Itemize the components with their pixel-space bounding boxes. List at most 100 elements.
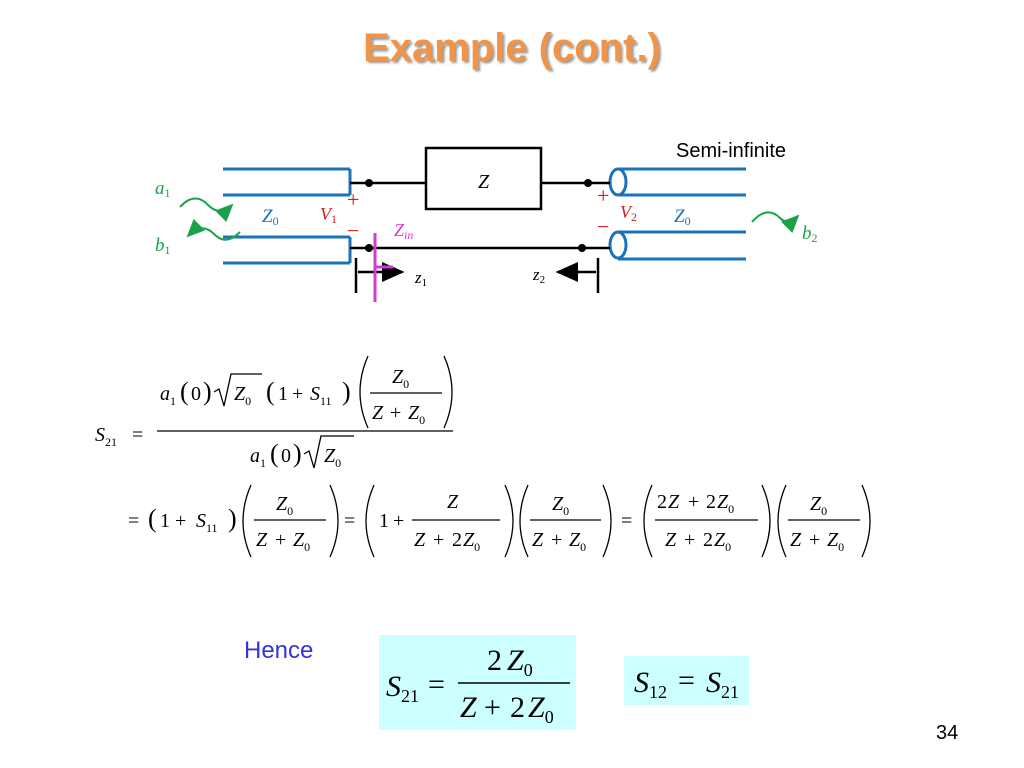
circuit-wires [350,181,610,250]
circuit-diagram: Z a1 b1 b2 Z0 Z0 V1 V2 + − + − Zin z1 z2 [155,146,818,302]
eq2-t2-den-plus: + [433,529,444,551]
eq1-s21-symbol: S21 [95,424,117,449]
eq1-den-zero: 0 [281,445,291,467]
res-s12-s21: S21 [706,666,739,702]
eq1-den-paren-close: ) [293,439,302,468]
plus-sign-right: + [597,183,609,208]
eq2-t2-num-z: Z [447,491,459,513]
eq2-t1-paren-close [329,484,339,558]
eq1-num-paren2-open: ( [266,377,275,406]
eq1-equals: = [132,424,143,446]
eq2-t2-paren-open [365,484,375,558]
eq2-t4-paren-close [761,484,771,558]
res-s21-num-z0: Z0 [507,644,533,680]
eq2-t4-den-z: Z [665,529,677,551]
label-z1: z1 [414,268,427,289]
plus-sign-left: + [347,187,359,212]
res-s21-den-z: Z [460,691,477,724]
eq1-big-paren-close [443,355,453,429]
impedance-block [424,146,543,211]
eq2-t4-num-two-b: 2 [706,491,716,513]
eq2-t4-num-plus: + [688,491,699,513]
eq2-t1-num: Z0 [276,493,293,518]
eq2-t2-den-z0: Z0 [463,529,480,554]
eq2-t4-num-z: Z [668,491,680,513]
eq2-equals-2: = [344,510,355,532]
page-number: 34 [936,722,959,744]
semi-infinite-label: Semi-infinite [676,140,787,162]
eq2-t5-den-z: Z [790,529,802,551]
eq2-one: 1 [160,510,170,532]
eq2-t4-num-two-a: 2 [657,491,667,513]
block-label-z: Z [478,171,490,193]
eq1-num-sqrt [213,373,262,407]
eq2-t4-den-plus: + [684,529,695,551]
res-s21-den-two: 2 [510,691,525,724]
res-s12-symbol: S12 [634,666,667,702]
eq2-t3-den-z0: Z0 [569,529,586,554]
eq1-num-paren2-close: ) [342,377,351,406]
eq1-num-a1: a1 [160,383,176,408]
res-s21-symbol: S21 [386,670,419,706]
result-equation-s21: S21 = 2 Z0 Z + 2 Z0 [386,644,570,727]
hence-label: Hence [244,637,314,664]
eq1-den-paren-open: ( [270,439,279,468]
eq2-t5-den-z0: Z0 [827,529,844,554]
eq2-equals-1: = [128,510,139,532]
eq2-t4-den-z0: Z0 [714,529,731,554]
eq2-equals-3: = [621,510,632,532]
eq2-t4-num-z0: Z0 [717,491,734,516]
eq2-t5-den-plus: + [809,529,820,551]
eq1-num-zero: 0 [191,383,201,405]
minus-sign-left: − [347,218,359,243]
eq1-frac-num-z0: Z0 [392,366,409,391]
label-v2: V2 [620,202,637,224]
node-dots [365,179,592,252]
transmitted-wave-b2 [751,211,800,233]
eq2-t1-den-z0: Z0 [293,529,310,554]
eq1-num-z0: Z0 [234,383,251,408]
eq2-t3-paren-close [602,484,612,558]
label-z0-right: Z0 [674,206,691,228]
eq1-den-z0: Z0 [324,445,341,470]
reflected-wave-b1 [186,219,241,241]
eq2-t4-den-two: 2 [703,529,713,551]
label-v1: V1 [320,204,337,226]
zin-marker [373,233,393,302]
right-transmission-line [608,167,746,261]
label-a1: a1 [155,178,171,200]
eq2-paren-close: ) [228,504,237,533]
label-z0-left: Z0 [262,206,279,228]
eq2-t3-den-plus: + [551,529,562,551]
eq2-t1-den-plus: + [275,529,286,551]
eq2-t5-num: Z0 [810,493,827,518]
eq2-paren-open: ( [148,504,157,533]
eq2-t2-den-z: Z [414,529,426,551]
eq2-t4-paren-open [643,484,653,558]
eq2-plus: + [175,510,186,532]
label-b1: b1 [155,235,171,257]
eq2-t3-den-z: Z [532,529,544,551]
eq2-t5-paren-close [861,484,871,558]
reference-plane-markers [354,258,600,293]
minus-sign-right: − [597,214,609,239]
eq1-num-s11: S11 [310,383,332,408]
eq2-t5-paren-open [777,484,787,558]
res-s12-equals: = [678,664,695,697]
label-b2: b2 [802,223,818,245]
eq1-big-paren-open [359,355,369,429]
eq2-t1-paren-open [242,484,252,558]
eq1-num-one: 1 [278,383,288,405]
eq1-frac-den-plus: + [390,402,401,424]
res-s21-den-plus: + [484,691,501,724]
eq2-t3-num: Z0 [552,493,569,518]
eq1-num-paren-close: ) [203,377,212,406]
left-transmission-line [223,167,352,265]
equation-s21-definition: S21 = a1 ( 0 ) Z0 ( 1 + S11 ) Z0 Z + Z0 … [95,355,453,470]
eq1-num-plus: + [292,383,303,405]
eq2-t2-one: 1 [379,510,389,532]
eq2-t2-plus: + [393,510,404,532]
eq1-frac-den-z0: Z0 [408,402,425,427]
eq1-frac-den-z: Z [372,402,384,424]
